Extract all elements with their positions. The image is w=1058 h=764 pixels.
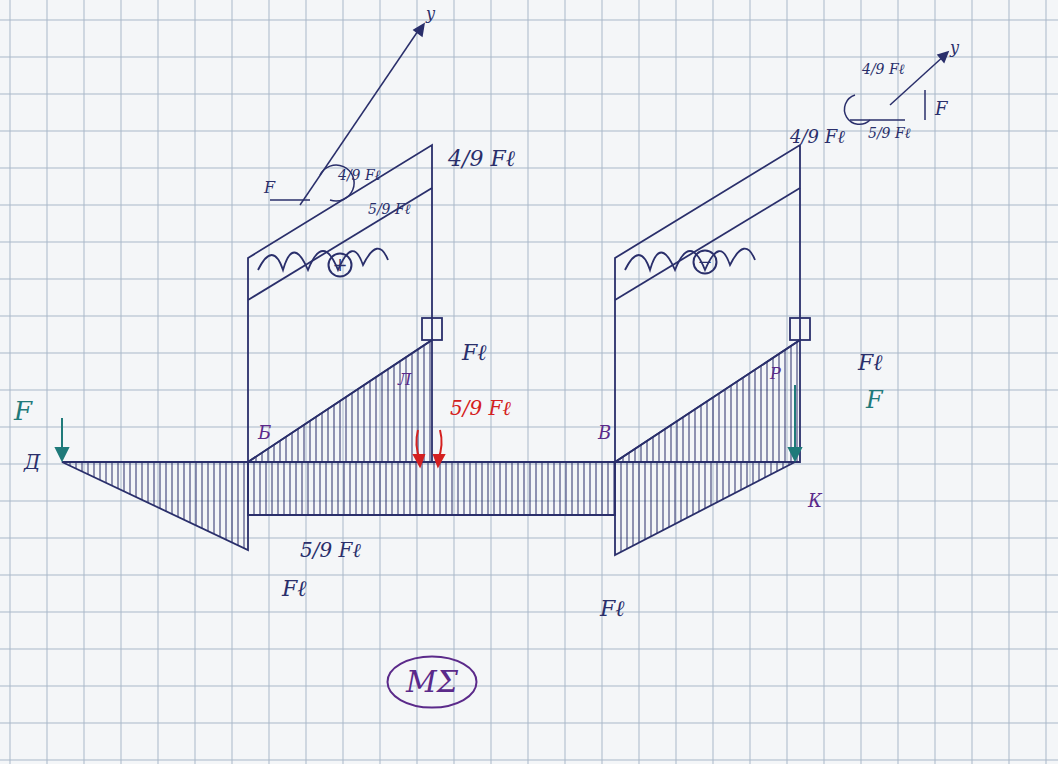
- diagram-label: Fℓ: [282, 578, 306, 600]
- diagram-label: Р: [770, 366, 781, 382]
- diagram-label: 4/9 Fℓ: [790, 128, 845, 146]
- diagram-label: Fℓ: [858, 352, 882, 374]
- diagram-label: К: [808, 492, 822, 510]
- diagram-label: 5/9 Fℓ: [368, 202, 411, 216]
- diagram-label: 5/9 Fℓ: [450, 398, 511, 418]
- diagram-label: Б: [258, 424, 271, 442]
- diagram-label: Fℓ: [462, 342, 486, 364]
- hatching: [70, 341, 797, 552]
- circled-sign: +: [327, 252, 353, 278]
- diagram-label: В: [598, 424, 611, 442]
- node-text: −: [697, 253, 712, 271]
- diagram-label: 4/9 Fℓ: [448, 148, 515, 170]
- beam-diagram: [62, 145, 810, 555]
- diagram-label: Fℓ: [600, 598, 624, 620]
- node-text: MΣ: [406, 667, 458, 697]
- force-arrows: [56, 385, 801, 460]
- moment-arrows: [414, 430, 444, 466]
- diagram-label: 4/9 Fℓ: [338, 168, 381, 182]
- diagram-label: F: [264, 180, 275, 196]
- diagram-label: Л: [398, 372, 411, 388]
- diagram-label: F: [866, 388, 883, 412]
- diagram-label: 4/9 Fℓ: [862, 62, 905, 76]
- diagram-label: 5/9 Fℓ: [300, 540, 361, 560]
- circled-sign: MΣ: [386, 655, 478, 709]
- circled-sign: −: [692, 249, 718, 275]
- diagram-label: Д: [24, 452, 40, 472]
- diagram-label: 5/9 Fℓ: [868, 126, 911, 140]
- diagram-label: y: [426, 6, 435, 22]
- diagram-label: F: [14, 398, 32, 424]
- diagram-label: F: [935, 100, 948, 118]
- node-text: +: [332, 256, 347, 274]
- axis-insets: [270, 24, 948, 205]
- diagram-label: y: [950, 40, 959, 56]
